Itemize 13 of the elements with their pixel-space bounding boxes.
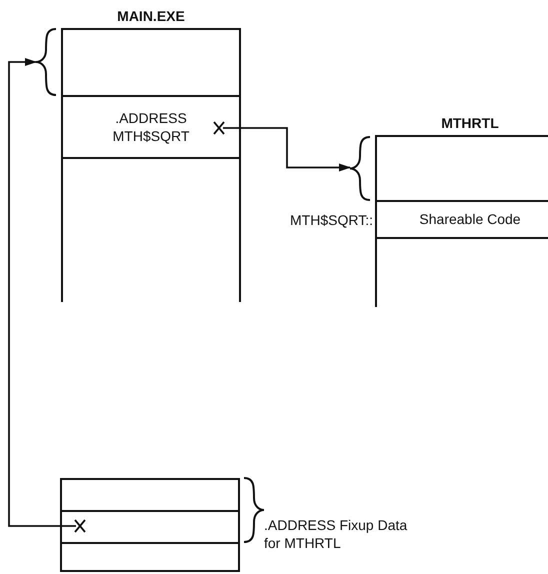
segment-title: MAIN.EXE [116, 8, 186, 24]
empty-memory-segment [61, 157, 241, 302]
arrow [8, 58, 76, 527]
empty-memory-segment [375, 237, 548, 307]
memory-segment [61, 95, 241, 157]
arrow [223, 127, 351, 172]
segment-title: MTHRTL [440, 115, 500, 131]
empty-memory-segment [60, 478, 240, 510]
side-label: .ADDRESS Fixup Data for MTHRTL [264, 516, 408, 552]
side-label: MTH$SQRT:: [289, 211, 373, 230]
segment-label: Shareable Code [419, 210, 521, 229]
segment-label: .ADDRESS MTH$SQRT [112, 108, 190, 146]
empty-memory-segment [60, 542, 240, 572]
